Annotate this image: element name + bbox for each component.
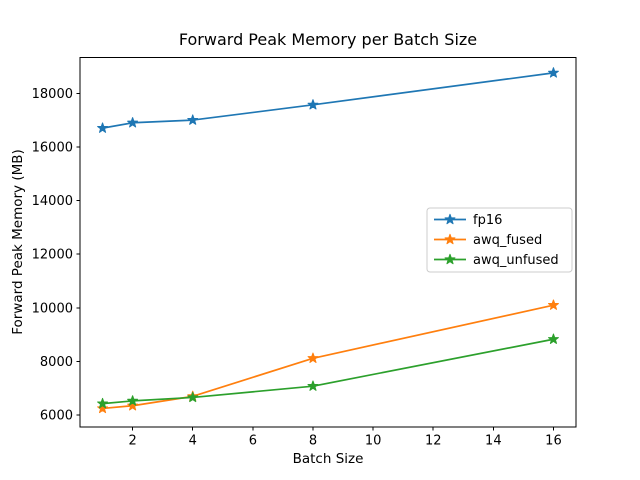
legend-item-awq_unfused: awq_unfused — [434, 253, 559, 268]
data-point-marker — [97, 402, 108, 414]
legend-marker — [444, 233, 456, 245]
data-point-marker — [127, 117, 139, 128]
data-point-marker — [187, 114, 199, 125]
x-tick-label: 10 — [365, 434, 382, 449]
data-point-marker — [127, 400, 139, 411]
data-point-marker — [307, 352, 319, 363]
x-tick-label: 16 — [545, 434, 562, 449]
data-point-marker — [127, 395, 139, 406]
y-tick-label: 10000 — [32, 301, 73, 316]
data-point-marker — [97, 397, 108, 409]
x-axis-label: Batch Size — [293, 451, 364, 467]
legend-marker — [444, 213, 456, 225]
y-tick-label: 12000 — [32, 248, 73, 263]
x-tick-label: 8 — [309, 434, 317, 449]
x-tick-label: 14 — [485, 434, 502, 449]
legend-marker — [444, 253, 456, 265]
x-tick-label: 2 — [128, 434, 136, 449]
data-point-marker — [548, 333, 559, 344]
y-tick-label: 8000 — [40, 355, 73, 370]
legend-label: awq_unfused — [473, 253, 559, 268]
legend-label: fp16 — [473, 213, 502, 228]
legend-item-awq_fused: awq_fused — [434, 233, 542, 248]
y-tick-label: 16000 — [32, 140, 73, 155]
data-point-marker — [548, 299, 559, 310]
x-tick-label: 12 — [425, 434, 442, 449]
data-point-marker — [307, 99, 319, 110]
legend: fp16 awq_fused awq_unfused — [426, 207, 573, 273]
series-awq_unfused — [97, 333, 559, 409]
data-point-marker — [307, 380, 319, 391]
x-tick-label: 4 — [189, 434, 197, 449]
legend-item-fp16: fp16 — [434, 213, 502, 228]
chart-title: Forward Peak Memory per Batch Size — [179, 30, 477, 49]
legend-box — [426, 207, 573, 273]
y-tick-label: 6000 — [40, 409, 73, 424]
y-tick-label: 14000 — [32, 194, 73, 209]
series-fp16 — [97, 67, 559, 133]
x-tick-label: 6 — [249, 434, 257, 449]
legend-label: awq_fused — [473, 233, 542, 248]
y-tick-label: 18000 — [32, 87, 73, 102]
y-axis-label: Forward Peak Memory (MB) — [10, 149, 26, 335]
data-point-marker — [97, 122, 108, 133]
data-point-marker — [187, 391, 199, 403]
data-point-marker — [548, 67, 559, 78]
